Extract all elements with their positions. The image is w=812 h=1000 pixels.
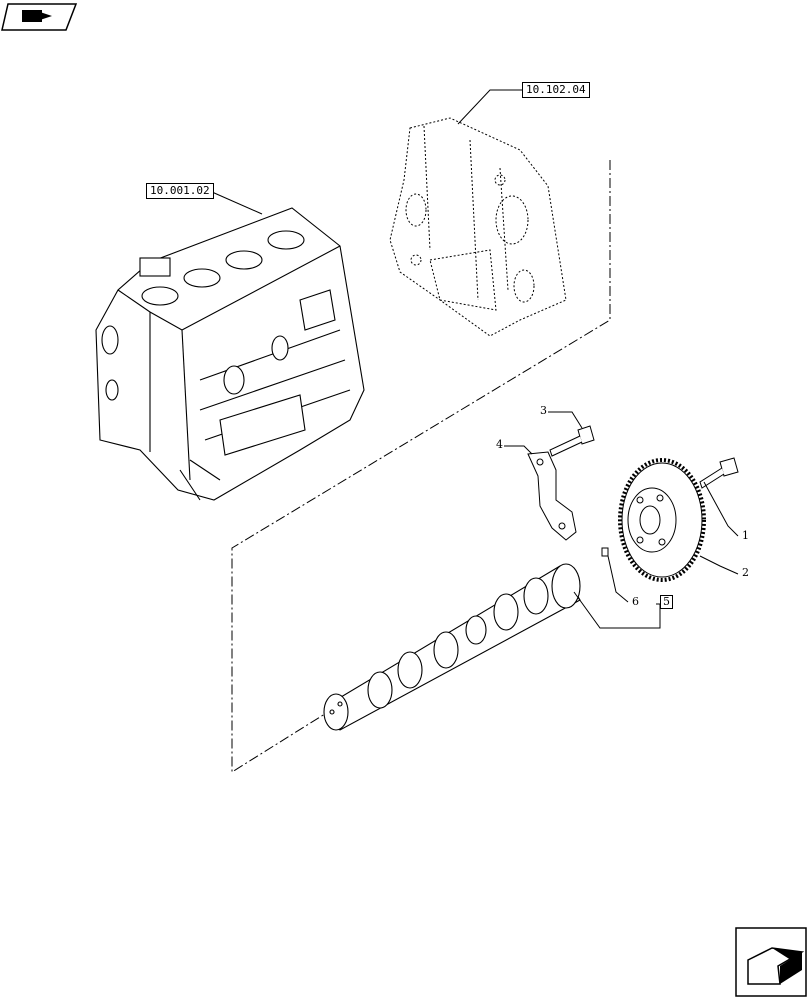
callout-3: 3 <box>540 404 547 417</box>
folder-arrow-icon[interactable] <box>1 3 78 31</box>
dowel-pin <box>601 547 609 557</box>
engine-block <box>95 207 365 501</box>
callout-5: 5 <box>660 595 673 609</box>
callout-1: 1 <box>742 529 749 542</box>
bolt <box>549 425 595 457</box>
camshaft <box>323 563 581 731</box>
reference-cover[interactable]: 10.102.04 <box>522 82 590 98</box>
reference-block[interactable]: 10.001.02 <box>146 183 214 199</box>
gear-bolt <box>699 457 739 489</box>
callout-2: 2 <box>742 566 749 579</box>
callout-6: 6 <box>632 595 639 608</box>
next-page-arrow-icon[interactable] <box>735 927 807 997</box>
timing-cover <box>389 117 567 337</box>
callout-4: 4 <box>496 438 503 451</box>
assembly-outline <box>231 160 611 773</box>
camshaft-gear <box>618 458 706 582</box>
bracket <box>527 451 577 541</box>
